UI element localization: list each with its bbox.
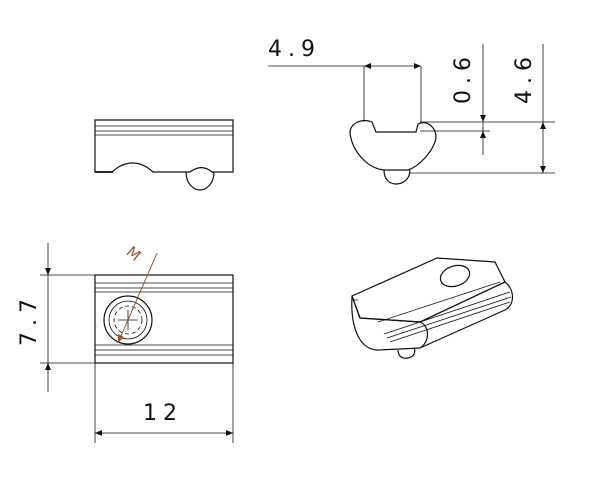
side-view (268, 44, 555, 185)
front-view (94, 119, 234, 191)
thread-label: M (123, 243, 144, 265)
dim-top-width: 4.9 (268, 37, 321, 62)
isometric-view (351, 257, 514, 359)
dim-side-height: 7.7 (17, 293, 42, 346)
dim-length: 12 (143, 401, 183, 426)
dim-top-lip: 0.6 (451, 51, 476, 104)
dim-total-height: 4.6 (512, 51, 537, 104)
top-view (40, 243, 234, 443)
